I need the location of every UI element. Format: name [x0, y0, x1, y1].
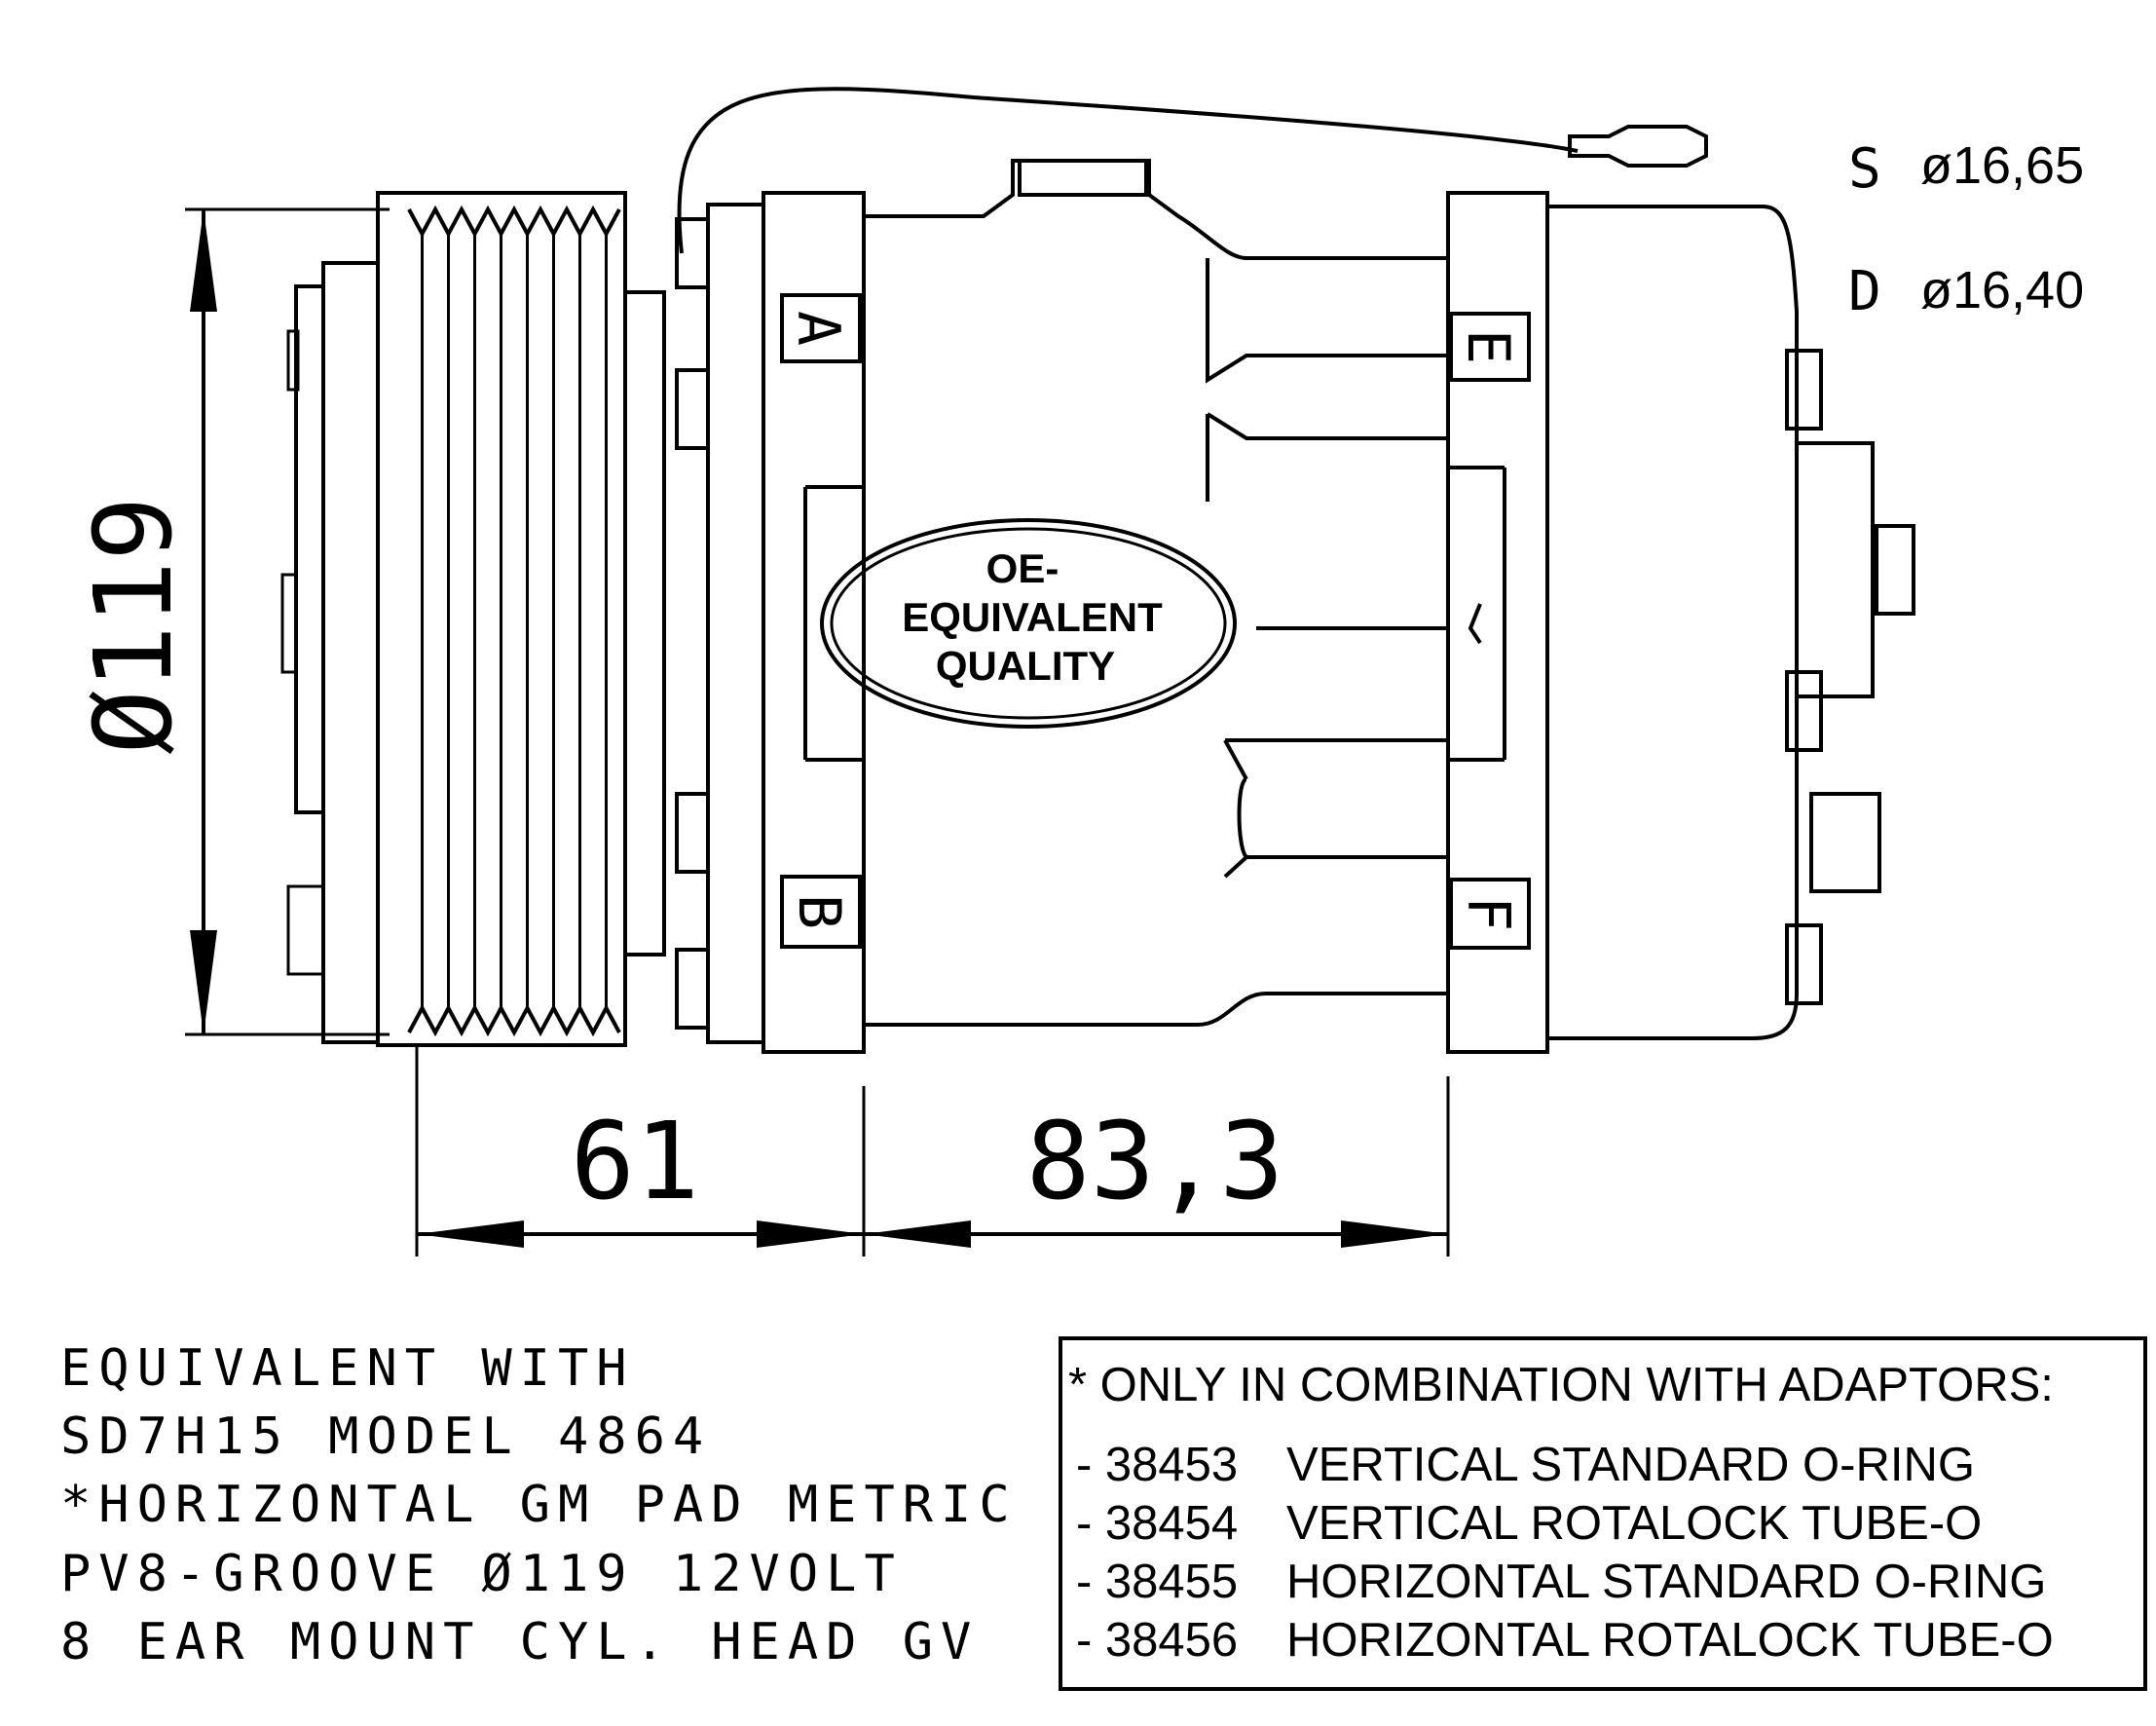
oe-quality-badge: OE- EQUIVALENT QUALITY: [820, 518, 1237, 729]
rear-head: [1545, 205, 1915, 1040]
suction-port-size: ø16,65: [1920, 136, 2084, 195]
length-label-83-3: 83,3: [1026, 1099, 1284, 1223]
adaptor-desc: VERTICAL ROTALOCK TUBE-O: [1286, 1497, 1983, 1550]
diameter-label: Ø119: [71, 497, 196, 755]
flange-label-b: B: [785, 894, 853, 929]
front-bolts: [675, 203, 765, 1044]
length-label-61: 61: [571, 1099, 699, 1223]
adaptors-title: * ONLY IN COMBINATION WITH ADAPTORS:: [1068, 1359, 2054, 1411]
clutch-plate: [280, 261, 380, 1044]
adaptor-code: - 38453: [1076, 1439, 1239, 1491]
adaptor-code: - 38454: [1076, 1497, 1239, 1550]
adaptor-desc: HORIZONTAL STANDARD O-RING: [1286, 1556, 2047, 1608]
flange-label-e: E: [1454, 329, 1522, 364]
discharge-port-size: ø16,40: [1920, 261, 2084, 319]
diameter-dimension: Ø119: [71, 207, 390, 1036]
spec-line: 8 EAR MOUNT CYL. HEAD GV: [60, 1613, 980, 1671]
badge-line-3: QUALITY: [936, 643, 1115, 689]
clutch-wire: [677, 87, 1579, 254]
flange-label-a: A: [784, 311, 852, 346]
badge-line-2: EQUIVALENT: [902, 594, 1163, 640]
pulley-groove-profile: [407, 205, 621, 239]
front-flange: [762, 191, 866, 1054]
wire-connector: [1568, 125, 1708, 168]
spec-line: PV8-GROOVE Ø119 12VOLT: [60, 1545, 903, 1603]
compressor-body: [803, 159, 1506, 1027]
pulley-groove-profile: [407, 1003, 621, 1037]
suction-port-letter: S: [1848, 137, 1881, 201]
adaptor-code: - 38455: [1076, 1556, 1239, 1608]
adaptor-code: - 38456: [1076, 1614, 1239, 1667]
spec-line: EQUIVALENT WITH: [60, 1339, 635, 1398]
adaptors-note-box: * ONLY IN COMBINATION WITH ADAPTORS: - 3…: [1059, 1336, 2147, 1691]
flange-label-f: F: [1454, 896, 1522, 931]
adaptor-desc: HORIZONTAL ROTALOCK TUBE-O: [1286, 1614, 2054, 1667]
spec-line: SD7H15 MODEL 4864: [60, 1407, 712, 1466]
pulley: [376, 191, 666, 1047]
adaptor-desc: VERTICAL STANDARD O-RING: [1286, 1439, 1975, 1491]
spec-line: *HORIZONTAL GM PAD METRIC: [60, 1476, 1018, 1534]
discharge-port-letter: D: [1848, 260, 1881, 323]
length-dimensions: 61 83,3: [415, 1045, 1450, 1257]
badge-line-1: OE-: [986, 545, 1059, 591]
